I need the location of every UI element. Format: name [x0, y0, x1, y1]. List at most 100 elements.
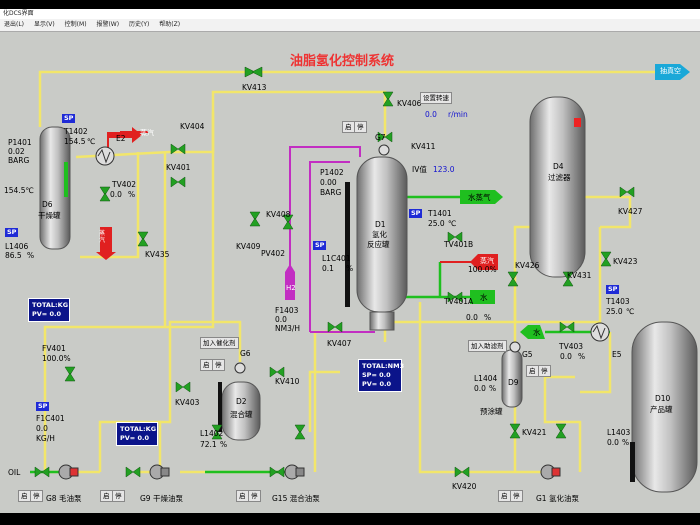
kv427-label: KV427 — [618, 207, 643, 216]
pv402-label: PV402 — [261, 249, 285, 258]
g15-stop-button[interactable]: 停 — [248, 490, 261, 502]
pipe-diagram — [30, 64, 698, 493]
sp-t1401-button[interactable]: SP — [409, 209, 423, 218]
add-catalyst-button[interactable]: 加入催化剂 — [200, 337, 239, 349]
total-kg-pv-2: PV= 0.0 — [120, 434, 150, 442]
l1c401-unit: % — [346, 264, 354, 273]
f1403-tag: F1403 — [275, 306, 299, 315]
f1403-value: 0.0 — [275, 315, 287, 324]
g5-start-button[interactable]: 启 — [526, 365, 539, 377]
valves — [34, 66, 635, 478]
vacuum-label: 抽真空 — [660, 67, 681, 75]
menu-exit[interactable]: 退出(L) — [4, 21, 25, 28]
fv401-label: FV401 — [42, 344, 66, 353]
d2-tag: D2 — [236, 397, 247, 406]
pump-g9-label: G9 干燥油泵 — [140, 494, 183, 503]
g6-stop-button[interactable]: 停 — [212, 359, 225, 371]
total-kg-pv-1: PV= 0.0 — [32, 310, 62, 318]
kv407-label: KV407 — [327, 339, 352, 348]
speed-value: 0.0 — [425, 110, 437, 119]
d9-name: 预涂罐 — [480, 407, 503, 416]
kv421-label: KV421 — [522, 428, 547, 437]
kv426-label: KV426 — [515, 261, 540, 270]
f1c401-unit: KG/H — [36, 434, 55, 443]
g7-label: G7 — [375, 133, 386, 142]
kv423-label: KV423 — [613, 257, 638, 266]
g15-start-button[interactable]: 启 — [236, 490, 249, 502]
p1402-unit: BARG — [320, 188, 342, 197]
tv403-unit: % — [578, 352, 586, 361]
water-label-2: 水 — [533, 328, 541, 337]
p1402-tag: P1402 — [320, 168, 344, 177]
kv409-label: KV409 — [236, 242, 261, 251]
tv402-label: TV402 — [112, 180, 137, 189]
menu-help[interactable]: 帮助(Z) — [159, 21, 181, 28]
oil-label: OIL — [8, 468, 21, 477]
t1402-tag: T1402 — [64, 127, 88, 136]
fv401-value: 100.0% — [42, 354, 71, 363]
sp-t1403-button[interactable]: SP — [606, 285, 620, 294]
total-nm3-sp: SP= 0.0 — [362, 371, 391, 379]
pump-g8-label: G8 毛油泵 — [46, 494, 82, 503]
d6-name: 干燥罐 — [38, 211, 61, 220]
t1403-unit: ℃ — [626, 307, 635, 316]
tv401a-label: TV401A — [444, 297, 474, 306]
l1402-unit: % — [220, 440, 228, 449]
speed-unit: r/min — [448, 110, 468, 119]
kv401-label: KV401 — [166, 163, 191, 172]
f1403-unit: NM3/H — [275, 324, 301, 333]
g5-stop-button[interactable]: 停 — [538, 365, 551, 377]
condensate-label: 水蒸气 — [468, 193, 491, 202]
l1c401-value: 0.1 — [322, 264, 334, 273]
total-kg-title-2: TOTAL:KG — [120, 425, 157, 433]
sp-l1406-button[interactable]: SP — [5, 228, 19, 237]
sp-l1c401-button[interactable]: SP — [313, 241, 327, 250]
menu-view[interactable]: 显示(V) — [33, 21, 55, 28]
kv406-label: KV406 — [397, 99, 422, 108]
g5-label: G5 — [522, 350, 533, 359]
d4-tag: D4 — [553, 162, 564, 171]
kv411-label: KV411 — [411, 142, 436, 151]
kv435-label: KV435 — [145, 250, 170, 259]
l1403-value: 0.0 — [607, 438, 619, 447]
g9-start-button[interactable]: 启 — [100, 490, 113, 502]
menu-alarm[interactable]: 报警(W) — [96, 21, 120, 28]
kv410-label: KV410 — [275, 377, 300, 386]
kv431-label: KV431 — [567, 271, 592, 280]
pumps — [58, 464, 561, 480]
g8-start-button[interactable]: 启 — [18, 490, 31, 502]
l1402-tag: L1402 — [200, 429, 224, 438]
pump-g1-label: G1 氢化油泵 — [536, 494, 579, 503]
g6-start-button[interactable]: 启 — [200, 359, 213, 371]
l1404-tag: L1404 — [474, 374, 498, 383]
e5-label: E5 — [612, 350, 622, 359]
tv401a-unit: % — [484, 313, 492, 322]
menu-bar: 退出(L) 显示(V) 控制(M) 报警(W) 历史(Y) 帮助(Z) — [0, 19, 700, 32]
iv-value: 123.0 — [433, 165, 455, 174]
d1-tag: D1 — [375, 220, 386, 229]
sp-f1c401-button[interactable]: SP — [36, 402, 50, 411]
menu-history[interactable]: 历史(Y) — [129, 21, 150, 28]
steam-label-2: 蒸汽 — [99, 230, 106, 244]
menu-control[interactable]: 控制(M) — [64, 21, 87, 28]
g1-start-button[interactable]: 启 — [498, 490, 511, 502]
g8-stop-button[interactable]: 停 — [30, 490, 43, 502]
set-speed-button[interactable]: 设置转速 — [420, 92, 452, 104]
g9-stop-button[interactable]: 停 — [112, 490, 125, 502]
tv401a-value: 0.0 — [466, 313, 478, 322]
l1c401-tag: L1C401 — [322, 254, 351, 263]
h2-label: H2 — [286, 284, 296, 292]
g1-stop-button[interactable]: 停 — [510, 490, 523, 502]
g7-start-button[interactable]: 启 — [342, 121, 355, 133]
d1-name-2: 反应罐 — [367, 240, 390, 249]
tv403-value: 0.0 — [560, 352, 572, 361]
add-filter-aid-button[interactable]: 加入助滤剂 — [468, 340, 507, 352]
tv401b-value: 100.0% — [468, 265, 497, 274]
total-nm3-title: TOTAL:NM3 — [362, 362, 405, 370]
f1c401-tag: F1C401 — [36, 414, 65, 423]
kv413-label: KV413 — [242, 83, 267, 92]
sp-t1402-button[interactable]: SP — [62, 114, 76, 123]
g7-stop-button[interactable]: 停 — [354, 121, 367, 133]
total-kg-panel-1: TOTAL:KG PV= 0.0 — [28, 298, 70, 322]
d2-name: 混合罐 — [230, 410, 253, 419]
